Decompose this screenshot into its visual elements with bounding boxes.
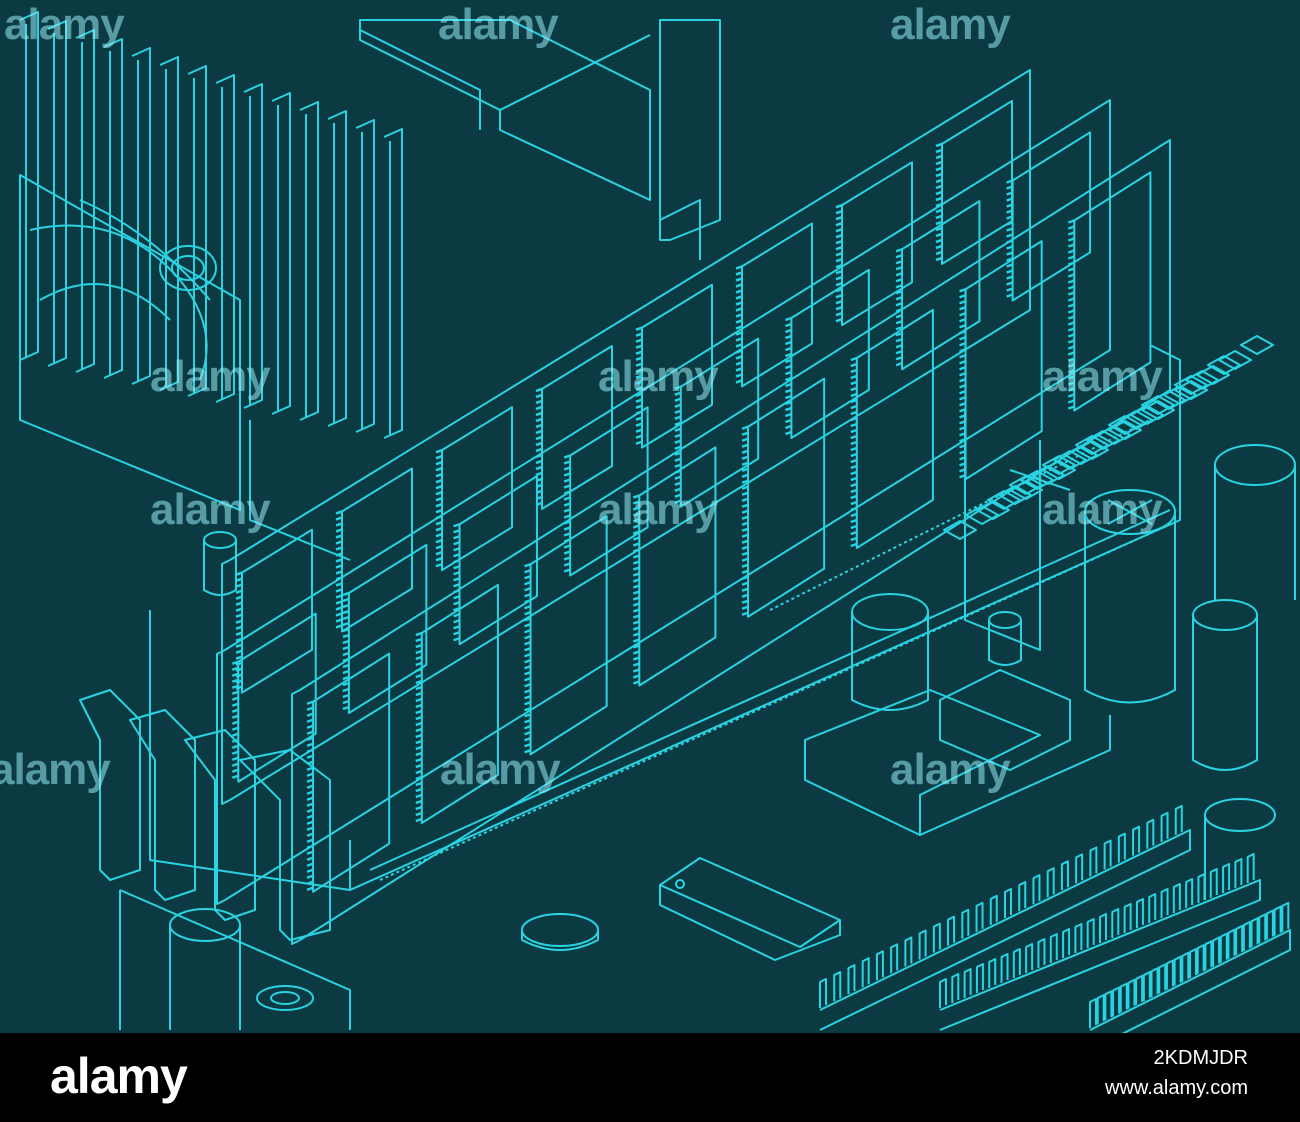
expansion-slots [819, 804, 1291, 1033]
blueprint-illustration: alamy alamy alamy alamy alamy alamy alam… [0, 0, 1300, 1033]
ram-modules [216, 69, 1171, 945]
cpu-socket-block [249, 19, 721, 561]
footer-logo: alamy [50, 1048, 188, 1104]
footer-image-info: 2KDMJDR www.alamy.com [1105, 1043, 1248, 1103]
heatsink-fins [19, 11, 403, 439]
cpu-fan [19, 174, 241, 511]
chips [659, 410, 1111, 961]
footer-bar: alamy 2KDMJDR www.alamy.com [0, 1033, 1300, 1122]
site-url: www.alamy.com [1105, 1077, 1248, 1099]
motherboard-drawing [19, 11, 1296, 1033]
image-id: 2KDMJDR [1153, 1047, 1248, 1069]
capacitors [169, 444, 1296, 1030]
ram-slot-base [149, 344, 1181, 891]
power-connector [943, 335, 1274, 540]
slot-latches [79, 689, 351, 1030]
